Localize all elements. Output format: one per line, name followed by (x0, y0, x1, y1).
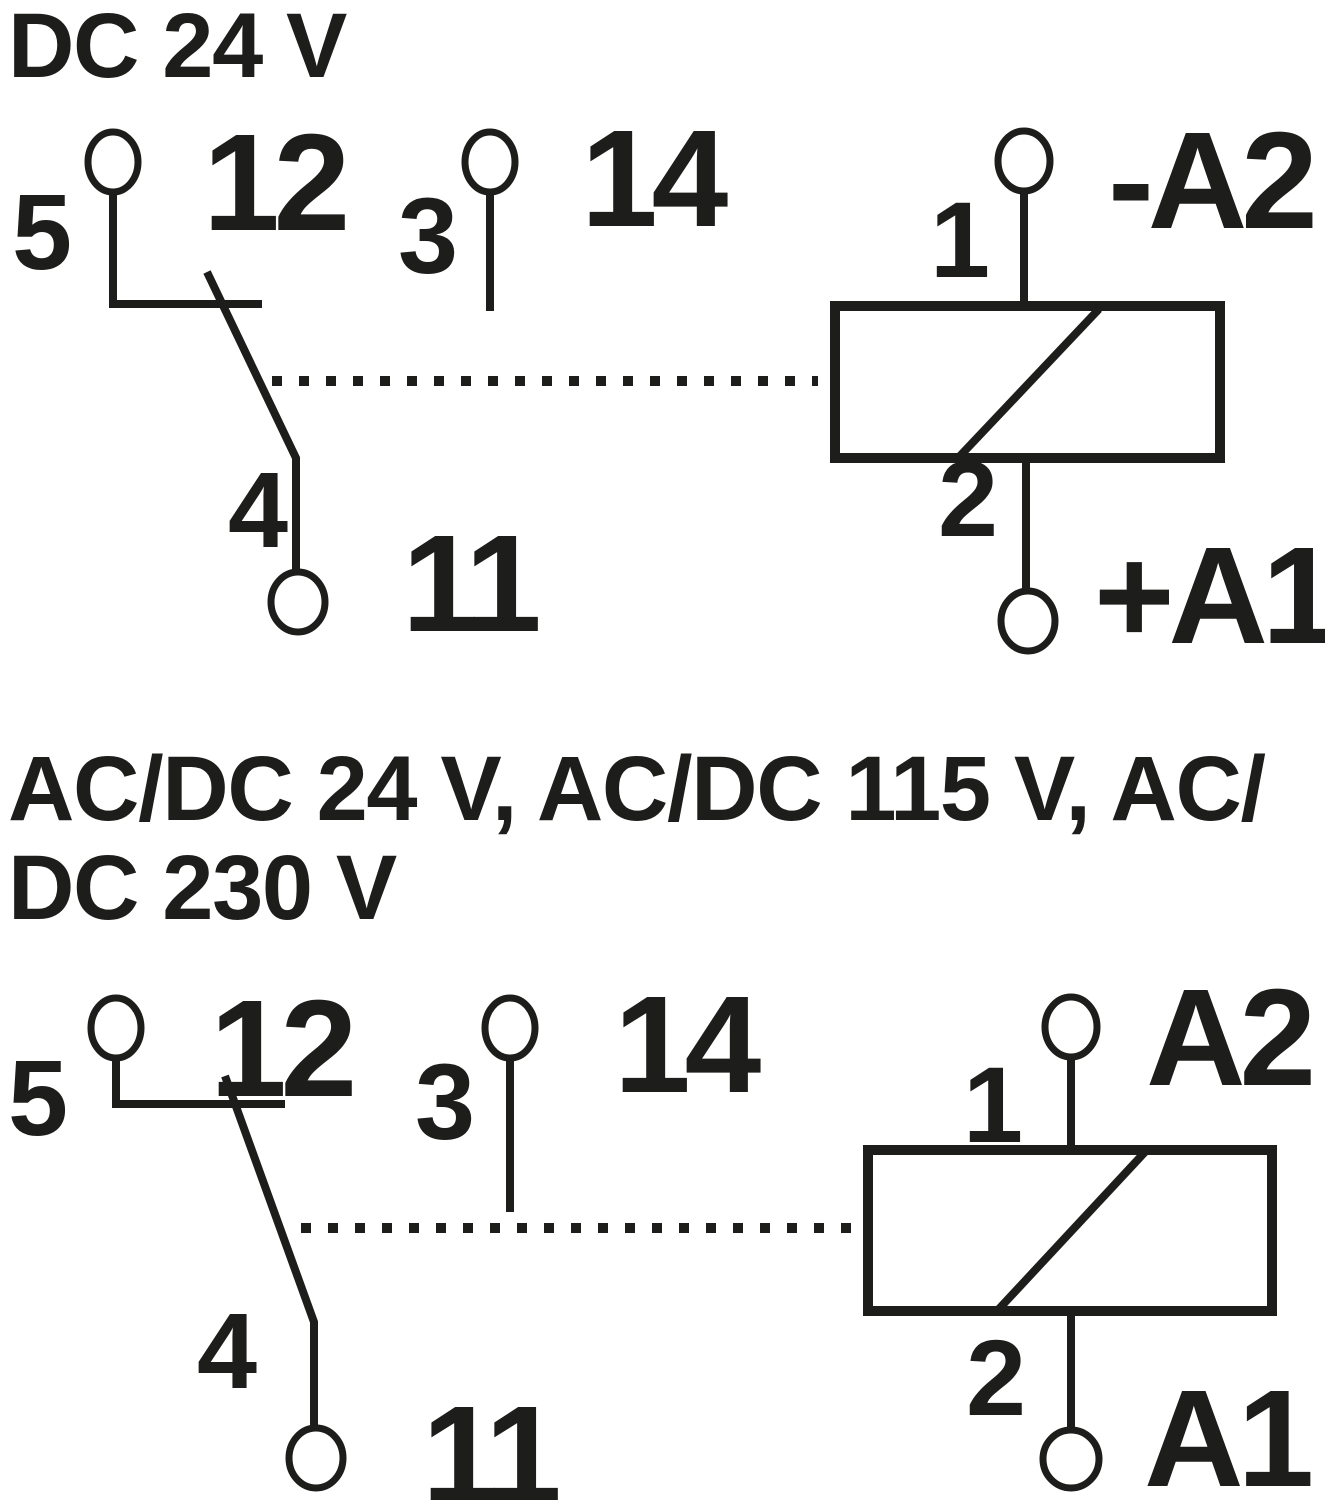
terminal-circle-11 (285, 1424, 347, 1492)
contact-label-12: 12 (203, 106, 350, 260)
terminal-circle-11 (267, 568, 329, 636)
terminal-circle-a1 (997, 587, 1059, 655)
coil-diagonal (994, 1149, 1148, 1314)
contact-label-14: 14 (581, 102, 728, 256)
diagram-title-acdc-line2: DC 230 V (8, 837, 397, 939)
diagram-dc24v-graphics (84, 127, 1225, 655)
terminal-label-5: 5 (8, 1037, 68, 1158)
nc-fixed-contact-wire (112, 1057, 285, 1108)
contact-label-14: 14 (614, 968, 761, 1122)
coil-pin-label-2: 2 (938, 438, 998, 559)
coil-label-a1: A1 (1144, 1362, 1314, 1500)
contact-label-12: 12 (210, 972, 357, 1126)
coil-label-a1: +A1 (1094, 519, 1325, 673)
coil-diagonal (956, 306, 1102, 460)
nc-fixed-contact-wire (109, 191, 262, 308)
switch-arm (221, 1074, 318, 1428)
coil-pin-label-1: 1 (963, 1044, 1023, 1165)
terminal-label-5: 5 (12, 171, 72, 292)
coil-pin-label-1: 1 (930, 179, 990, 300)
coil-label-a2: -A2 (1108, 104, 1318, 258)
coil-label-a2: A2 (1146, 961, 1316, 1115)
terminal-circle-5 (84, 128, 142, 196)
terminal-circle-a1 (1039, 1426, 1103, 1492)
terminal-circle-a2 (994, 127, 1054, 195)
diagram-acdc-graphics (87, 993, 1277, 1492)
terminal-circle-a2 (1041, 993, 1101, 1061)
terminal-circle-5 (87, 994, 145, 1062)
terminal-label-3: 3 (398, 175, 458, 296)
terminal-label-4: 4 (197, 1290, 257, 1411)
contact-label-11: 11 (422, 1378, 562, 1500)
terminal-circle-3 (461, 128, 519, 196)
terminal-circle-3 (481, 994, 539, 1062)
diagram-title-acdc-line1: AC/DC 24 V, AC/DC 115 V, AC/ (8, 738, 1266, 840)
terminal-label-3: 3 (415, 1041, 475, 1162)
contact-label-11: 11 (402, 507, 542, 661)
coil-pin-label-2: 2 (966, 1317, 1026, 1438)
terminal-label-4: 4 (228, 449, 288, 570)
switch-arm (203, 270, 300, 572)
diagram-title-dc24v: DC 24 V (8, 0, 347, 97)
